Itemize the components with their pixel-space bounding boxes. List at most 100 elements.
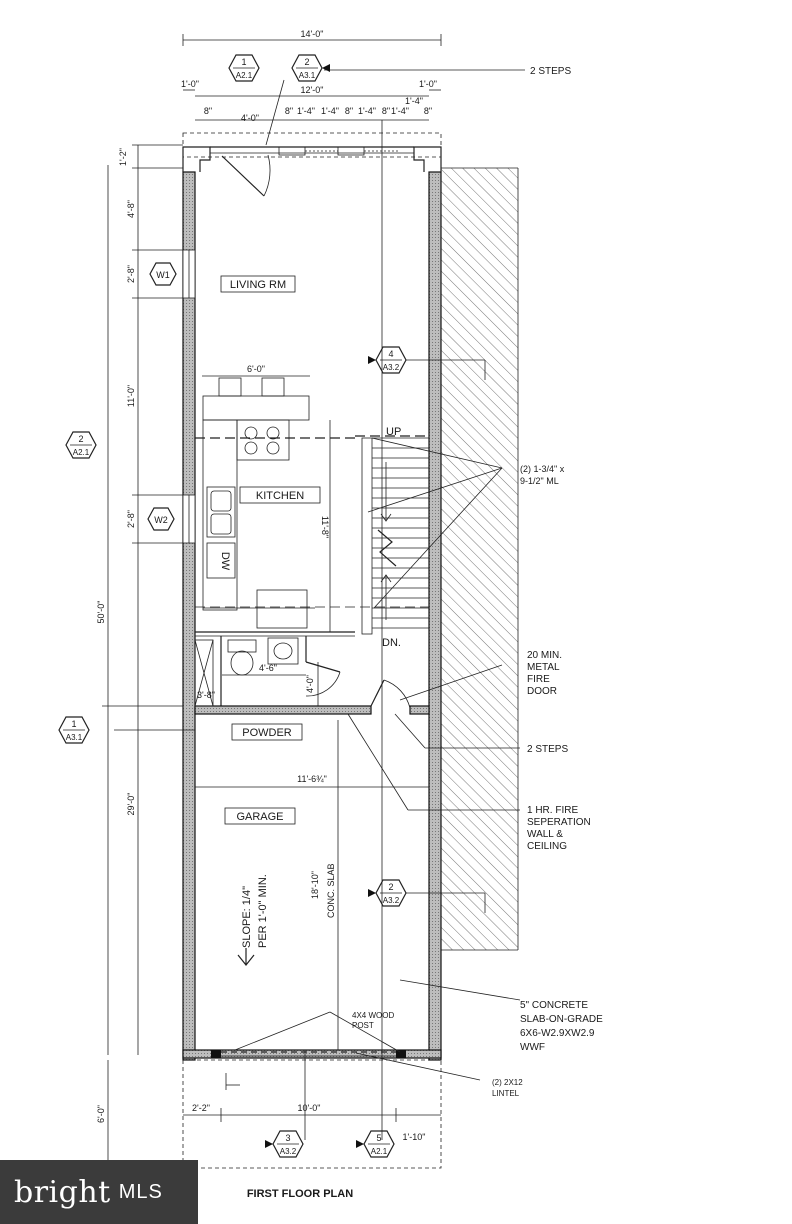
dim-left-offset: 1'-0" [181, 79, 199, 89]
dim-window-run-7: 8" [382, 106, 390, 116]
dim-garage-door: 10'-0" [298, 1103, 321, 1113]
room-label-powder: POWDER [231, 723, 303, 741]
svg-text:POWDER: POWDER [242, 727, 292, 739]
note-steps-top: 2 STEPS [530, 66, 571, 77]
note-beam: (2) 1-3/4" x 9-1/2" ML [520, 464, 565, 486]
section-marker-5-a2-1: 5 A2.1 [356, 1130, 395, 1158]
dim-left-2: 4'-8" [126, 200, 136, 218]
dim-window-run-8: 1'-4" [391, 106, 409, 116]
svg-text:W1: W1 [156, 270, 170, 280]
section-marker-1-a2-1: 1 A2.1 [228, 54, 260, 82]
adjacent-building-hatch [441, 167, 519, 951]
section-marker-4-a3-2: 4 A3.2 [368, 346, 407, 374]
dim-powder-depth: 4'-0" [305, 675, 315, 693]
section-marker-2-a2-1: 2 A2.1 [65, 431, 97, 459]
dim-garage-width: 11'-6¾" [297, 774, 327, 784]
garage-door [211, 1050, 406, 1058]
dim-counter: 6'-0" [247, 364, 265, 374]
window-tag-w1: W1 [149, 262, 177, 286]
conc-slab-label: CONC. SLAB [326, 863, 336, 918]
dim-left-5: 2'-8" [126, 510, 136, 528]
note-lintel: (2) 2X12 LINTEL [492, 1078, 523, 1098]
dim-window-run-2: 8" [285, 106, 293, 116]
svg-text:LIVING RM: LIVING RM [230, 279, 286, 291]
svg-text:A3.2: A3.2 [280, 1147, 297, 1156]
dim-window-run-10: 8" [424, 106, 432, 116]
leader-lines [225, 69, 525, 1090]
svg-text:9-1/2" ML: 9-1/2" ML [520, 476, 559, 486]
svg-text:4X4 WOOD: 4X4 WOOD [352, 1011, 394, 1020]
svg-text:GARAGE: GARAGE [236, 811, 283, 823]
dim-left-1: 1'-2" [118, 148, 128, 166]
svg-text:A2.1: A2.1 [73, 448, 90, 457]
svg-text:20 MIN.: 20 MIN. [527, 650, 562, 661]
svg-text:METAL: METAL [527, 662, 560, 673]
dim-powder-left: 3'-8" [197, 690, 215, 700]
section-cut-lines [114, 120, 486, 1140]
stair-up-label: UP [386, 426, 401, 438]
svg-text:WALL &: WALL & [527, 829, 563, 840]
brightmls-watermark: bright MLS [0, 1160, 198, 1224]
dim-bottom-right: 1'-10" [403, 1132, 426, 1142]
svg-text:A3.2: A3.2 [383, 896, 400, 905]
svg-text:CEILING: CEILING [527, 841, 567, 852]
fire-door [370, 679, 411, 709]
dim-overall-width: 14'-0" [301, 29, 324, 39]
note-slab: 5" CONCRETE SLAB-ON-GRADE 6X6-W2.9XW2.9 … [520, 1000, 603, 1053]
svg-text:5: 5 [376, 1133, 381, 1143]
dim-window-run-9: 1'-4" [405, 96, 423, 106]
svg-text:4: 4 [388, 349, 393, 359]
front-door [221, 154, 271, 197]
svg-text:2: 2 [78, 434, 83, 444]
watermark-suffix: MLS [118, 1180, 163, 1203]
dim-window-run-6: 1'-4" [358, 106, 376, 116]
svg-text:6X6-W2.9XW2.9: 6X6-W2.9XW2.9 [520, 1028, 595, 1039]
watermark-brand: bright [14, 1174, 111, 1210]
garage-slope-note: SLOPE: 1/4" PER 1'-0" MIN. [237, 874, 269, 966]
drawing-title: FIRST FLOOR PLAN [247, 1188, 353, 1200]
dim-window-run-4: 1'-4" [321, 106, 339, 116]
svg-text:SLAB-ON-GRADE: SLAB-ON-GRADE [520, 1014, 603, 1025]
svg-text:KITCHEN: KITCHEN [256, 490, 304, 502]
svg-text:2: 2 [304, 57, 309, 67]
note-fire-door: 20 MIN. METAL FIRE DOOR [527, 650, 562, 697]
dim-kitchen-depth: 11'-8" [320, 516, 330, 538]
dim-front-setback: 6'-0" [96, 1105, 106, 1123]
dim-right-offset: 1'-0" [419, 79, 437, 89]
kitchen-fixtures [202, 377, 315, 629]
dim-garage-depth: 29'-0" [126, 793, 136, 816]
powder-fixtures [227, 637, 341, 697]
section-marker-3-a3-2: 3 A3.2 [265, 1130, 304, 1158]
section-marker-1-a3-1: 1 A3.1 [58, 716, 90, 744]
dim-window-run-3: 1'-4" [297, 106, 315, 116]
dishwasher-label: DW [219, 552, 231, 571]
dim-overall-depth: 50'-0" [96, 601, 106, 624]
exterior-walls [182, 146, 442, 1061]
svg-text:A3.2: A3.2 [383, 363, 400, 372]
dashed-outlines [182, 132, 442, 1169]
svg-text:2: 2 [388, 882, 393, 892]
svg-text:LINTEL: LINTEL [492, 1089, 520, 1098]
dim-powder-width: 4'-6" [259, 663, 277, 673]
svg-text:FIRE: FIRE [527, 674, 550, 685]
dim-left-4: 11'-0" [126, 385, 136, 407]
svg-text:A2.1: A2.1 [371, 1147, 388, 1156]
svg-text:1: 1 [71, 719, 76, 729]
svg-text:DOOR: DOOR [527, 686, 557, 697]
svg-text:(2) 2X12: (2) 2X12 [492, 1078, 523, 1087]
svg-text:A3.1: A3.1 [66, 733, 83, 742]
svg-text:WWF: WWF [520, 1042, 545, 1053]
svg-text:(2) 1-3/4" x: (2) 1-3/4" x [520, 464, 565, 474]
dim-bottom-left: 2'-2" [192, 1103, 210, 1113]
svg-text:SLOPE: 1/4": SLOPE: 1/4" [241, 886, 253, 948]
svg-text:A3.1: A3.1 [299, 71, 316, 80]
dimension-lines [102, 34, 442, 1168]
svg-text:PER 1'-0" MIN.: PER 1'-0" MIN. [257, 874, 269, 948]
window-tag-w2: W2 [147, 507, 175, 531]
svg-text:3: 3 [285, 1133, 290, 1143]
room-label-living: LIVING RM [220, 275, 296, 293]
note-fire-wall: 1 HR. FIRE SEPERATION WALL & CEILING [527, 805, 591, 852]
stair-down-label: DN. [382, 637, 401, 649]
dim-window-run-0: 8" [204, 106, 212, 116]
stair-treads [372, 447, 429, 629]
